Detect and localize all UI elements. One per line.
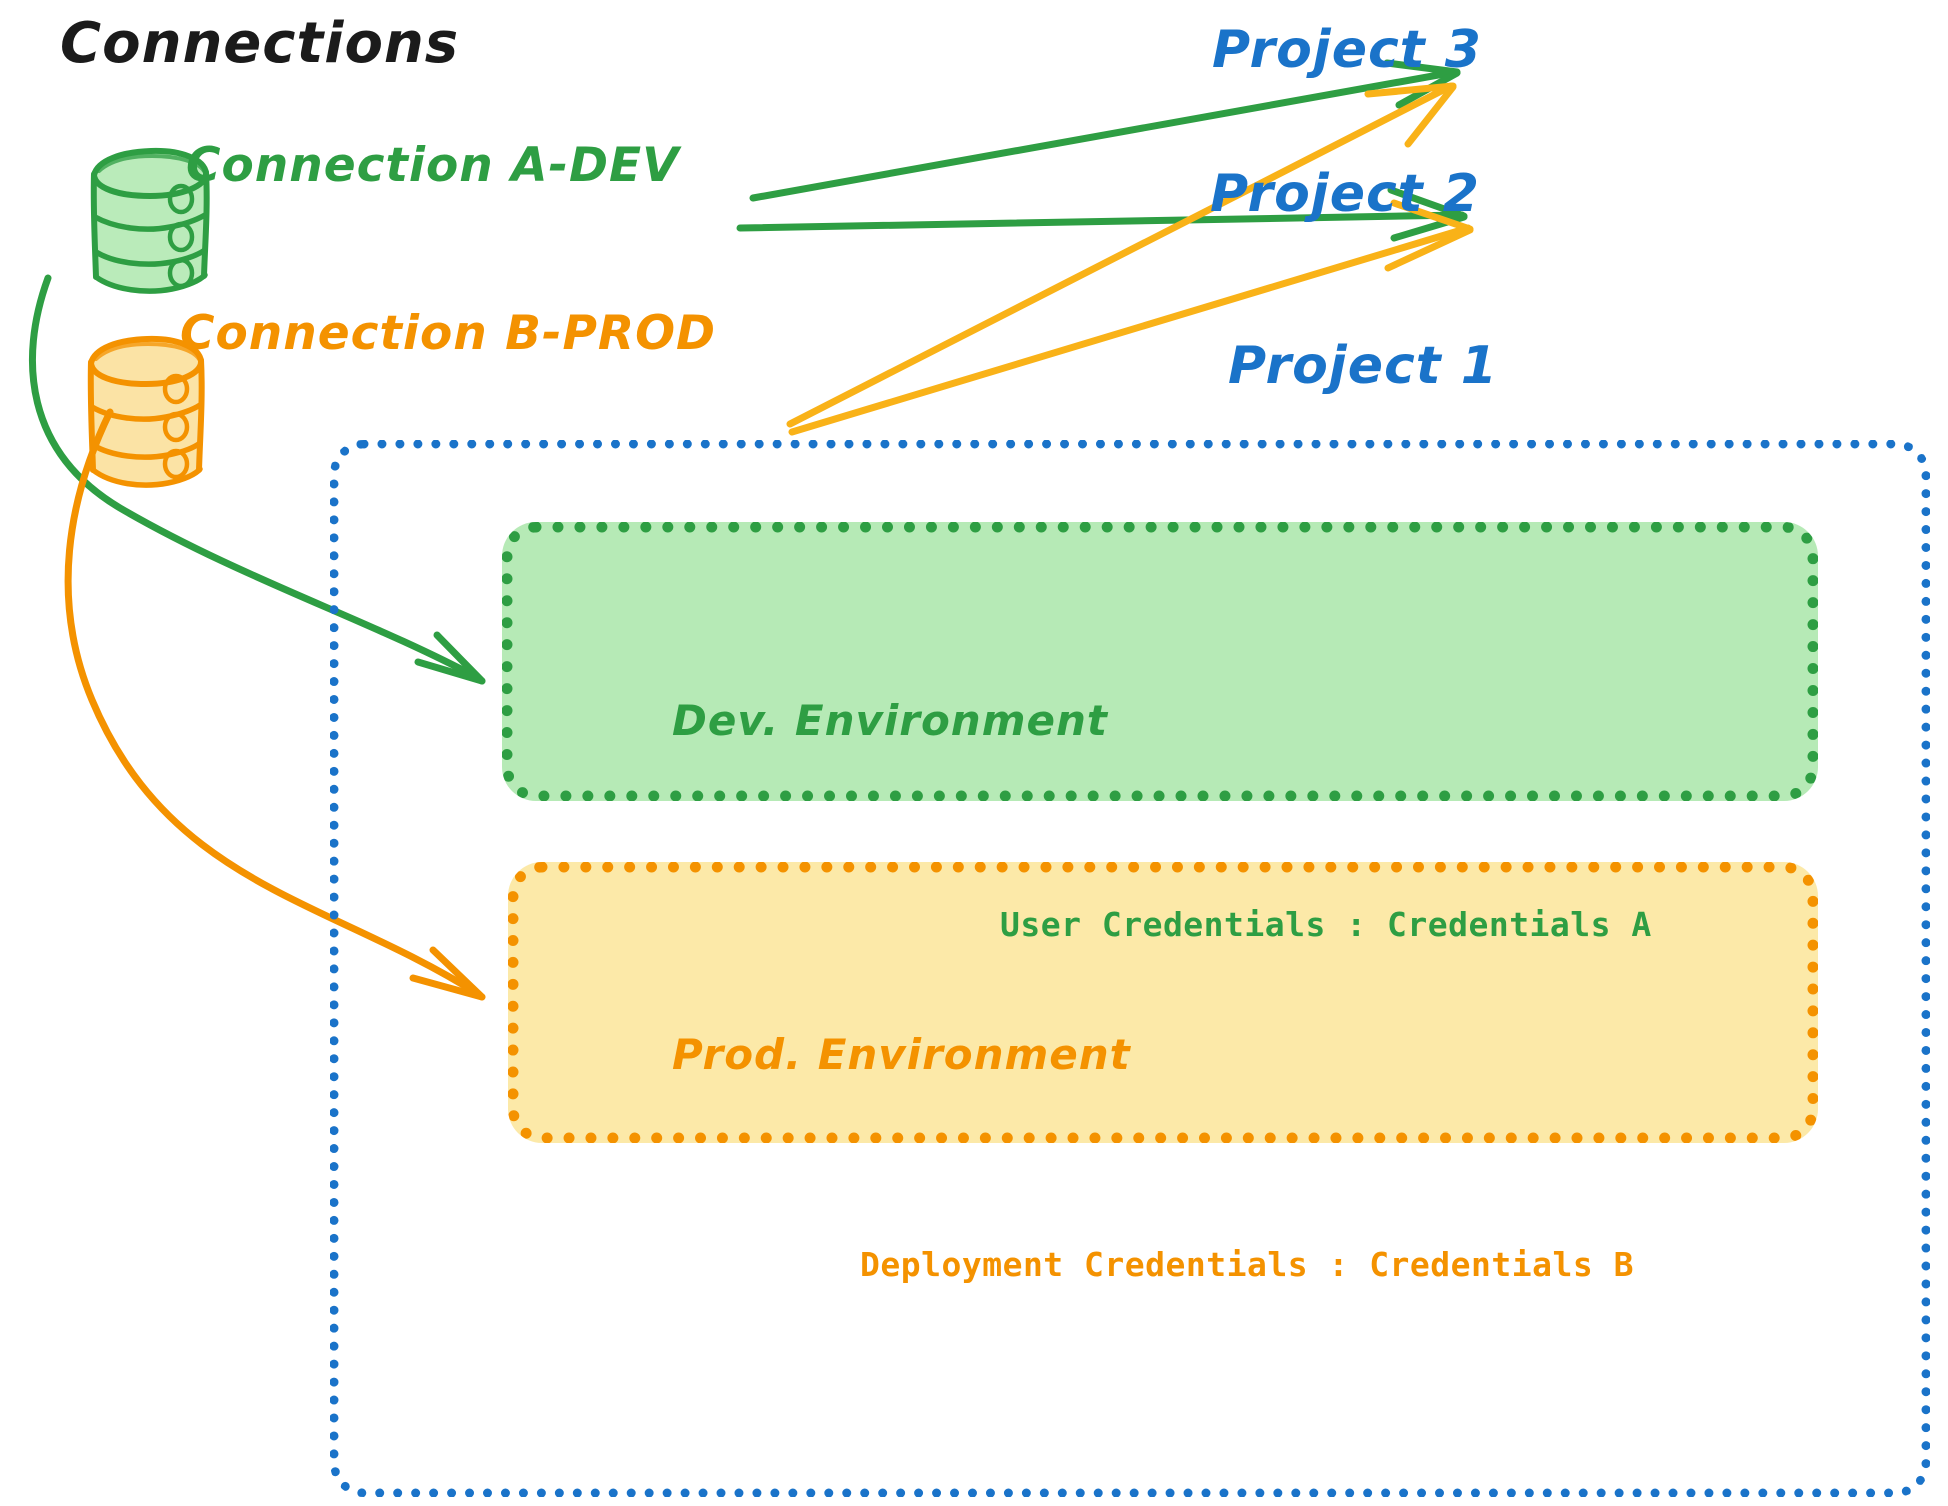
project-3-label[interactable]: Project 3 xyxy=(1212,20,1482,80)
connection-b-prod-label[interactable]: Connection B-PROD xyxy=(180,306,717,361)
prod-environment-box[interactable] xyxy=(508,862,1818,1143)
dev-environment-title: Dev. Environment xyxy=(672,696,1108,745)
project-2-label[interactable]: Project 2 xyxy=(1210,164,1480,224)
project-1-label[interactable]: Project 1 xyxy=(1228,336,1498,396)
connection-a-dev-label[interactable]: Connection A-DEV xyxy=(186,138,680,193)
edge-b-prod-to-project-2 xyxy=(788,199,1474,436)
prod-environment-credentials: Deployment Credentials : Credentials B xyxy=(860,1245,1634,1284)
prod-environment-title: Prod. Environment xyxy=(672,1030,1131,1079)
project-1-container xyxy=(330,440,1930,1497)
dev-environment-credentials: User Credentials : Credentials A xyxy=(1000,905,1652,944)
page-title: Connections xyxy=(60,11,460,76)
dev-environment-box[interactable] xyxy=(502,522,1818,801)
